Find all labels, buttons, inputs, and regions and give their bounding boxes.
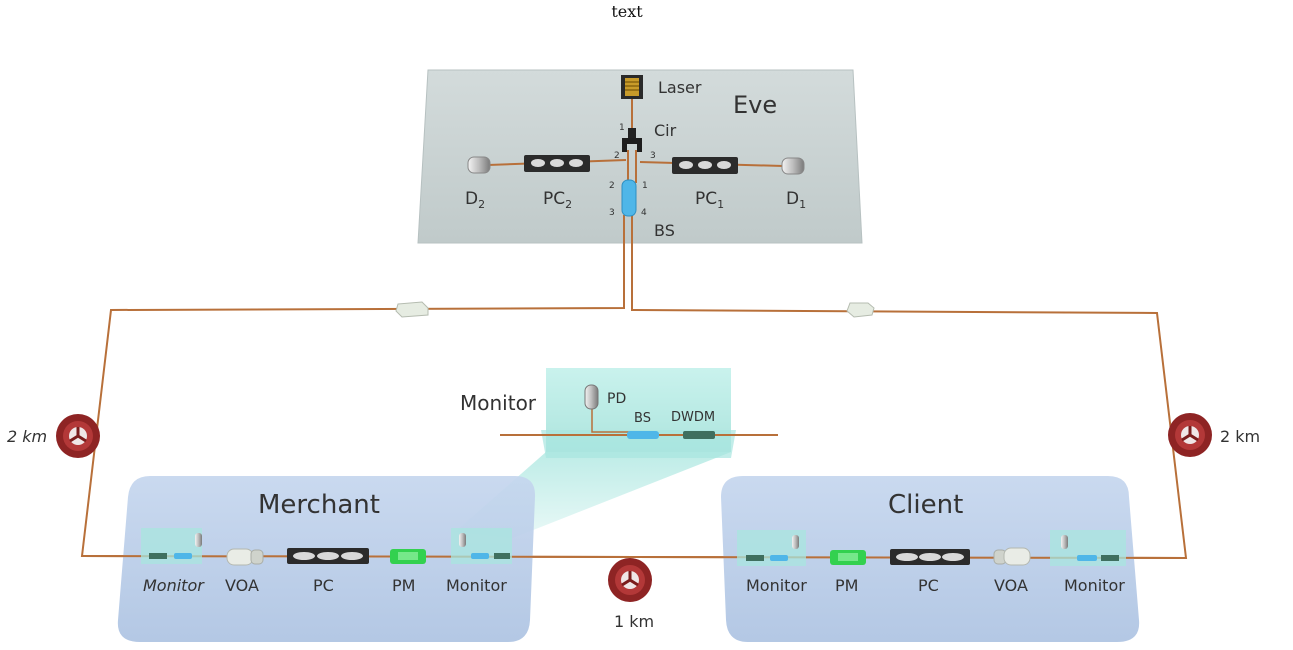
client-label-monitor-2: Monitor: [1064, 576, 1125, 595]
bs-port-1: 1: [642, 181, 648, 191]
merchant-title: Merchant: [258, 490, 380, 520]
merchant-label-monitor-2: Monitor: [446, 576, 507, 595]
merchant-label-monitor-1: Monitor: [143, 576, 205, 595]
polarization-controller-1-icon: [672, 157, 738, 174]
fiber-spool-middle-icon: [608, 558, 652, 602]
client-title: Client: [888, 490, 963, 520]
bs-port-2: 2: [609, 181, 615, 191]
client-label-pm: PM: [835, 576, 858, 595]
fiber-length-left: 2 km: [7, 427, 47, 446]
cir-port-2: 2: [614, 151, 620, 161]
client-label-voa: VOA: [994, 576, 1028, 595]
circulator-icon: [622, 128, 642, 152]
merchant-label-voa: VOA: [225, 576, 259, 595]
photodiode-icon: [584, 384, 599, 410]
dwdm-label: DWDM: [671, 410, 715, 425]
laser-icon: [621, 75, 643, 99]
d2-label: D2: [465, 189, 485, 211]
pc2-label: PC2: [543, 189, 572, 211]
laser-label: Laser: [658, 78, 702, 97]
merchant-label-pc: PC: [313, 576, 334, 595]
bs-port-4: 4: [641, 208, 647, 218]
detector-d1-icon: [781, 157, 805, 175]
eve-title: Eve: [733, 91, 777, 119]
cir-port-1: 1: [619, 123, 625, 133]
pd-label: PD: [607, 391, 626, 407]
merchant-label-pm: PM: [392, 576, 415, 595]
fiber-length-right: 2 km: [1220, 427, 1260, 446]
fiber-connector-right-icon: [846, 302, 875, 318]
d1-label: D1: [786, 189, 806, 211]
client-voa-icon: [993, 547, 1031, 566]
dwdm-icon: [683, 431, 715, 439]
monitor-bs-label: BS: [634, 411, 651, 426]
merchant-monitor-1-icon: [141, 528, 202, 564]
fiber-length-middle: 1 km: [614, 612, 654, 631]
beam-splitter-icon: [621, 179, 637, 217]
client-label-monitor-1: Monitor: [746, 576, 807, 595]
client-monitor-2-icon: [1050, 530, 1126, 566]
circulator-label: Cir: [654, 121, 677, 140]
monitor-bs-icon: [627, 431, 659, 439]
eve-panel: [417, 69, 863, 244]
cir-port-3: 3: [650, 151, 656, 161]
fiber-spool-left-icon: [56, 414, 100, 458]
merchant-pm-icon: [390, 549, 426, 564]
pc1-label: PC1: [695, 189, 724, 211]
merchant-monitor-2-icon: [451, 528, 512, 564]
client-monitor-1-icon: [737, 530, 806, 566]
client-pm-icon: [830, 550, 866, 565]
client-label-pc: PC: [918, 576, 939, 595]
fiber-spool-right-icon: [1168, 413, 1212, 457]
monitor-detail-title: Monitor: [460, 391, 537, 415]
bs-label: BS: [654, 221, 675, 240]
merchant-voa-icon: [226, 548, 264, 566]
bs-port-3: 3: [609, 208, 615, 218]
merchant-pc-icon: [287, 548, 369, 564]
polarization-controller-2-icon: [524, 155, 590, 172]
figure-caption: text: [611, 2, 643, 21]
fiber-connector-left-icon: [395, 301, 429, 318]
detector-d2-icon: [467, 156, 491, 174]
client-pc-icon: [890, 549, 970, 565]
